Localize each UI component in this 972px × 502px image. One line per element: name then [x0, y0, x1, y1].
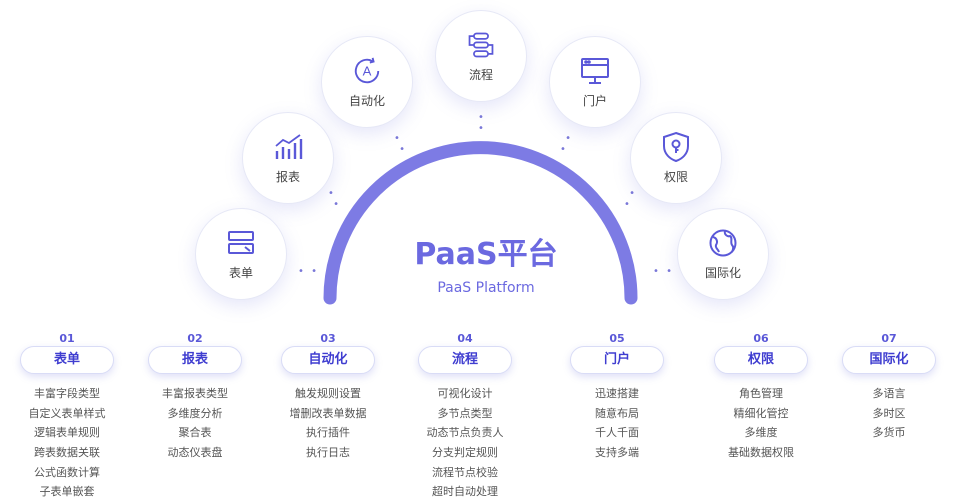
column-number: 03: [320, 332, 336, 345]
list-item: 分支判定规则: [432, 446, 498, 460]
list-item: 丰富报表类型: [162, 387, 228, 400]
node-label: 权限: [663, 169, 688, 184]
node-i18n: 国际化: [677, 208, 769, 300]
list-item: 执行日志: [306, 446, 350, 460]
node-label: 报表: [275, 169, 300, 184]
feature-column-flow: 04 流程 可视化设计 多节点类型 动态节点负责人 分支判定规则 流程节点校验 …: [395, 332, 535, 502]
node-portal: 门户: [549, 36, 641, 128]
list-item: 触发规则设置: [295, 387, 361, 400]
platform-title: PaaS平台: [414, 237, 558, 272]
feature-column-form: 01 表单 丰富字段类型 自定义表单样式 逻辑表单规则 跨表数据关联 公式函数计…: [0, 332, 137, 502]
list-item: 随意布局: [595, 406, 639, 420]
shield-icon: [661, 131, 691, 162]
list-item: 多节点类型: [437, 406, 493, 420]
bar-chart-icon: [273, 132, 303, 162]
column-title: 报表: [148, 346, 242, 374]
list-item: 可视化设计: [437, 387, 493, 400]
list-item: 公式函数计算: [34, 465, 100, 479]
column-number: 04: [457, 332, 473, 345]
connector-dots: • •: [394, 133, 408, 155]
list-item: 多维度: [744, 426, 778, 440]
platform-subtitle: PaaS Platform: [437, 280, 535, 296]
column-number: 01: [59, 332, 75, 345]
list-item: 超时自动处理: [432, 485, 498, 499]
list-item: 聚合表: [178, 426, 212, 440]
node-label: 流程: [468, 67, 493, 82]
list-item: 执行插件: [306, 426, 350, 440]
column-number: 06: [753, 332, 769, 345]
svg-text:A: A: [363, 63, 372, 78]
list-item: 动态节点负责人: [426, 426, 504, 440]
column-title: 权限: [714, 346, 808, 374]
connector-dots: ••: [624, 188, 638, 210]
node-flow: 流程: [435, 10, 527, 102]
node-automation: A 自动化: [321, 36, 413, 128]
list-item: 千人千面: [595, 426, 639, 440]
column-title: 国际化: [842, 346, 936, 374]
flow-icon: [466, 30, 496, 60]
column-number: 02: [187, 332, 203, 345]
node-label: 国际化: [704, 265, 741, 280]
node-report: 报表: [242, 112, 334, 204]
list-item: 多货币: [872, 426, 906, 440]
connector-dots: • •: [298, 266, 319, 277]
list-item: 流程节点校验: [432, 465, 498, 479]
portal-icon: [580, 56, 610, 86]
list-item: 逻辑表单规则: [34, 426, 100, 440]
list-item: 增删改表单数据: [289, 406, 367, 420]
feature-column-automation: 03 自动化 触发规则设置 增删改表单数据 执行插件 执行日志: [258, 332, 398, 463]
column-number: 07: [881, 332, 897, 345]
node-label: 自动化: [348, 93, 385, 108]
node-label: 门户: [582, 93, 607, 108]
node-permission: 权限: [630, 112, 722, 204]
column-title: 流程: [418, 346, 512, 374]
list-item: 基础数据权限: [728, 446, 794, 460]
form-icon: [226, 228, 256, 258]
list-item: 多维度分析: [167, 406, 223, 420]
list-item: 跨表数据关联: [34, 446, 100, 460]
column-title: 自动化: [281, 346, 375, 374]
node-form: 表单: [195, 208, 287, 300]
node-label: 表单: [228, 265, 253, 280]
column-title: 表单: [20, 346, 114, 374]
column-number: 05: [609, 332, 625, 345]
connector-dots: ••: [478, 112, 486, 134]
list-item: 自定义表单样式: [28, 406, 106, 420]
automation-icon: A: [352, 56, 382, 86]
list-item: 多时区: [872, 406, 906, 420]
feature-column-permission: 06 权限 角色管理 精细化管控 多维度 基础数据权限: [691, 332, 831, 463]
column-title: 门户: [570, 346, 664, 374]
list-item: 子表单嵌套: [39, 485, 95, 499]
list-item: 多语言: [872, 387, 906, 400]
list-item: 精细化管控: [733, 406, 789, 420]
connector-dots: ••: [560, 133, 574, 155]
list-item: 支持多端: [595, 446, 639, 460]
list-item: 动态仪表盘: [167, 446, 223, 460]
feature-column-report: 02 报表 丰富报表类型 多维度分析 聚合表 动态仪表盘: [125, 332, 265, 463]
connector-dots: • •: [328, 188, 342, 210]
feature-column-i18n: 07 国际化 多语言 多时区 多货币: [819, 332, 959, 443]
connector-dots: • •: [653, 266, 674, 277]
feature-column-portal: 05 门户 迅速搭建 随意布局 千人千面 支持多端: [547, 332, 687, 463]
list-item: 迅速搭建: [595, 387, 639, 400]
list-item: 角色管理: [739, 387, 783, 400]
globe-icon: [708, 228, 738, 258]
list-item: 丰富字段类型: [34, 387, 100, 400]
